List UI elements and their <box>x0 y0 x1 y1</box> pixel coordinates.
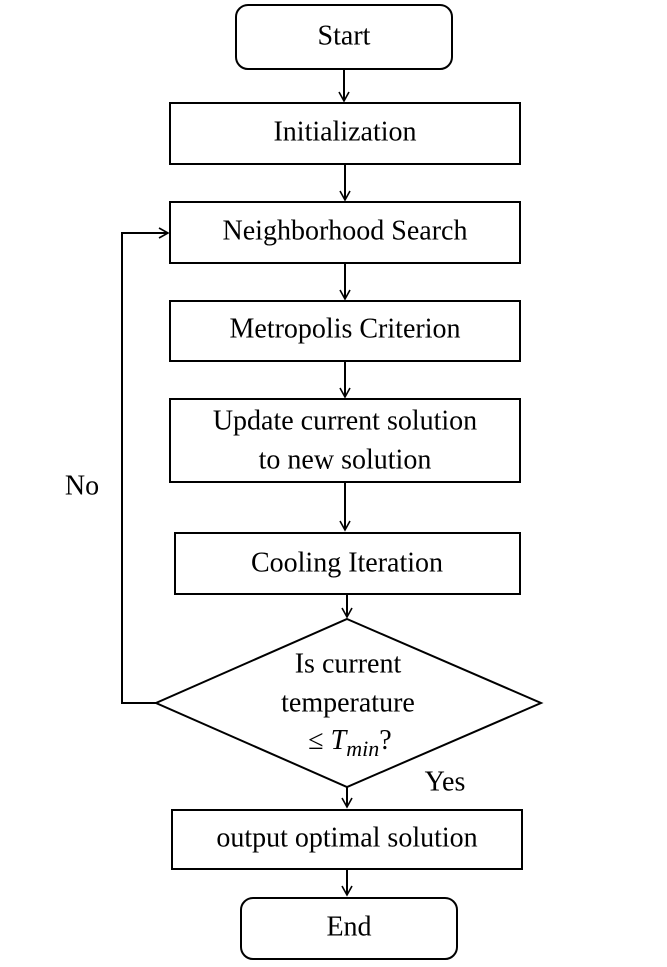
decision-leq: ≤ <box>308 725 330 756</box>
end-label: End <box>326 911 371 942</box>
update-solution-line1: Update current solution <box>213 405 477 436</box>
neighborhood-search-box: Neighborhood Search <box>169 201 521 264</box>
decision-temperature-symbol: T <box>331 725 349 756</box>
end-node: End <box>240 897 458 960</box>
cooling-iteration-box: Cooling Iteration <box>174 532 521 595</box>
cooling-iteration-label: Cooling Iteration <box>251 547 443 578</box>
decision-diamond: Is current temperature ≤ Tmin? <box>153 617 544 789</box>
output-solution-label: output optimal solution <box>216 822 477 853</box>
start-label: Start <box>318 20 371 51</box>
output-solution-box: output optimal solution <box>171 809 523 870</box>
decision-min-subscript: min <box>346 736 379 761</box>
no-label: No <box>65 470 99 501</box>
metropolis-criterion-box: Metropolis Criterion <box>169 300 521 362</box>
arrow-no-loop <box>121 227 170 704</box>
initialization-label: Initialization <box>273 116 416 147</box>
start-node: Start <box>235 4 453 70</box>
decision-question-mark: ? <box>379 725 391 756</box>
decision-line3: ≤ Tmin? <box>308 725 391 761</box>
neighborhood-search-label: Neighborhood Search <box>223 215 468 246</box>
update-solution-box: Update current solution to new solution <box>169 398 521 483</box>
metropolis-criterion-label: Metropolis Criterion <box>230 313 461 344</box>
decision-line1: Is current <box>295 648 402 679</box>
initialization-box: Initialization <box>169 102 521 165</box>
update-solution-line2: to new solution <box>259 444 432 475</box>
decision-line2: temperature <box>281 687 415 718</box>
yes-label: Yes <box>425 766 466 797</box>
